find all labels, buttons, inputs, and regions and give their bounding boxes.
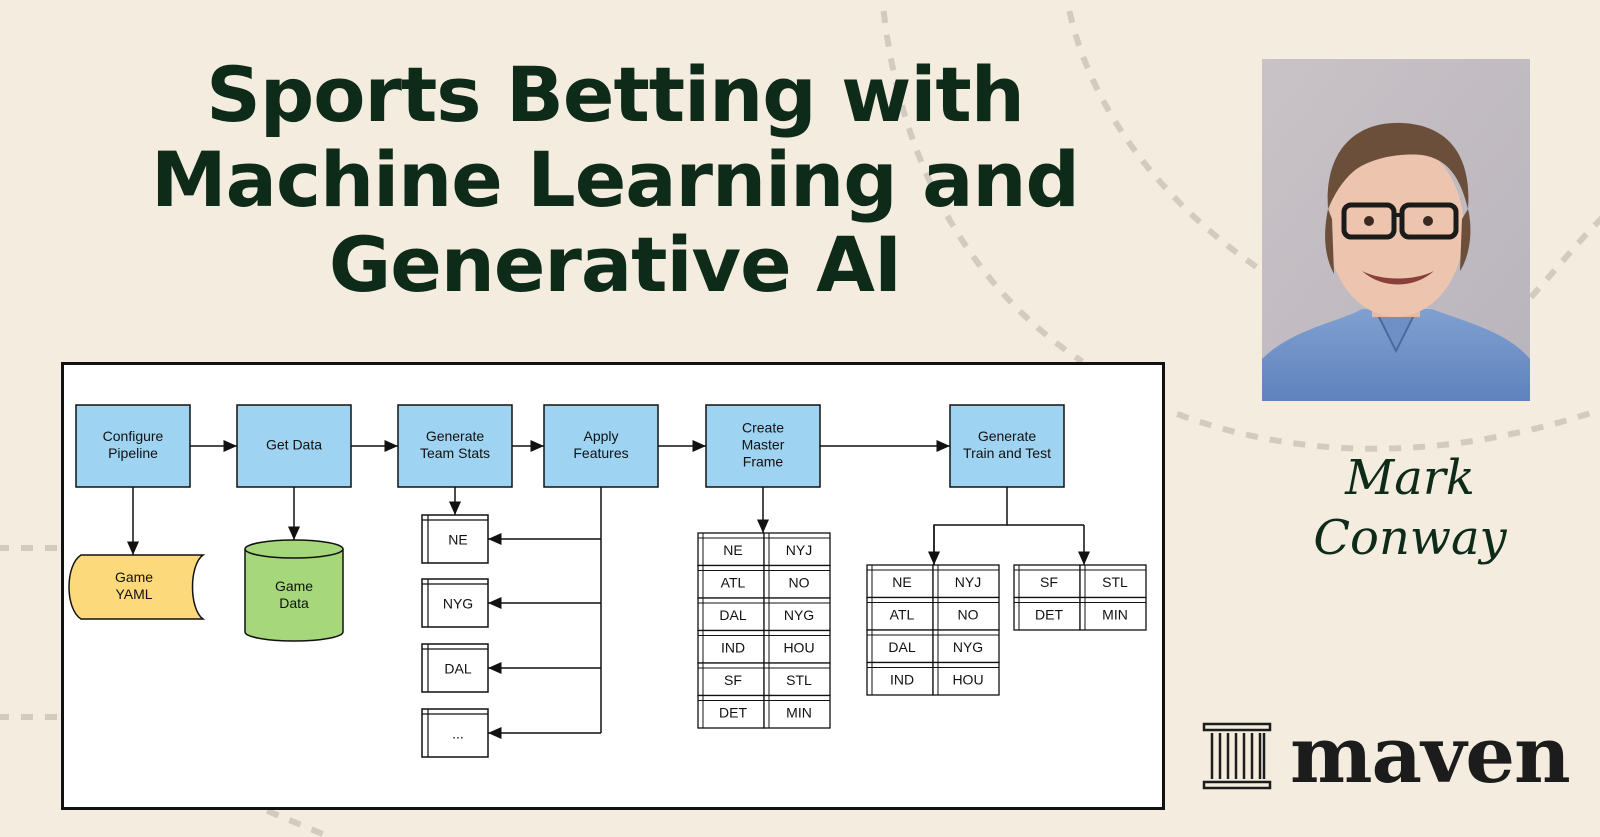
team-frame-4-label: ... [452, 726, 464, 742]
master-frame-cell-1-2-text: NYJ [786, 542, 812, 558]
process-box-5-label-line-2: Master [742, 437, 785, 453]
train-frame-cell-2-1-text: ATL [890, 606, 915, 622]
pillars-icon [1202, 722, 1272, 790]
title-line-1: Sports Betting with [206, 50, 1025, 139]
train-frame-cell-3-1-text: DAL [888, 639, 915, 655]
train-frame-cell-3-2-text: NYG [953, 639, 983, 655]
train-frame-cell-2-2-text: NO [958, 606, 979, 622]
train-frame-cell-1-2-text: NYJ [955, 574, 981, 590]
presenter-last-name: Conway [1313, 510, 1507, 566]
master-frame-cell-3-2-text: NYG [784, 607, 814, 623]
yaml-store-label-line-1: Game [115, 569, 153, 585]
title-line-2: Machine Learning and [151, 135, 1080, 224]
process-box-5-label-line-3: Frame [743, 454, 784, 470]
test-frame-cell-1-2-text: STL [1102, 574, 1128, 590]
presenter-name: Mark Conway [1270, 448, 1550, 568]
team-frame-1-label: NE [448, 532, 467, 548]
maven-logo: maven [1202, 710, 1571, 801]
process-box-3 [397, 404, 513, 488]
process-box-1 [75, 404, 191, 488]
process-box-1-label-line-2: Pipeline [108, 445, 158, 461]
master-frame-cell-5-1-text: SF [724, 672, 742, 688]
master-frame-cell-3-1-text: DAL [719, 607, 746, 623]
process-box-3-label-line-2: Team Stats [420, 445, 490, 461]
train-frame-cell-1-1-text: NE [892, 574, 911, 590]
process-box-6 [949, 404, 1065, 488]
team-frame-2 [421, 578, 489, 628]
presenter-photo [1262, 59, 1530, 401]
data-store-top [244, 539, 344, 559]
master-frame-cell-4-2-text: HOU [783, 639, 814, 655]
process-box-1-label-line-1: Configure [103, 428, 164, 444]
team-frame-3 [421, 643, 489, 693]
master-frame-cell-2-2-text: NO [789, 574, 810, 590]
master-frame-cell-5-2-text: STL [786, 672, 812, 688]
yaml-store-shape [68, 554, 206, 620]
team-frame-3-label: DAL [444, 661, 471, 677]
process-box-4-label-line-1: Apply [583, 428, 618, 444]
title-line-3: Generative AI [328, 220, 902, 309]
maven-wordmark: maven [1290, 710, 1571, 801]
yaml-store-label-line-2: YAML [115, 586, 152, 602]
test-frame-cell-2-1-text: DET [1035, 606, 1063, 622]
team-frame-4 [421, 708, 489, 758]
master-frame-cell-4-1-text: IND [721, 639, 745, 655]
split-line-train [933, 487, 1008, 565]
data-store-label-line-2: Data [279, 595, 309, 611]
process-box-6-label-line-2: Train and Test [963, 445, 1051, 461]
data-store-body [244, 549, 344, 642]
master-frame-cell-2-1-text: ATL [721, 574, 746, 590]
master-frame-cell-6-2-text: MIN [786, 704, 812, 720]
process-box-6-label-line-1: Generate [978, 428, 1037, 444]
process-box-5-label-line-1: Create [742, 420, 784, 436]
process-box-3-label-line-1: Generate [426, 428, 485, 444]
train-frame-cell-4-1-text: IND [890, 671, 914, 687]
test-frame-cell-2-2-text: MIN [1102, 606, 1128, 622]
master-frame-cell-6-1-text: DET [719, 704, 747, 720]
data-store-label-line-1: Game [275, 578, 313, 594]
team-frame-1 [421, 514, 489, 564]
process-box-4-label-line-2: Features [573, 445, 628, 461]
test-frame-cell-1-1-text: SF [1040, 574, 1058, 590]
team-frame-2-label: NYG [443, 596, 473, 612]
train-frame-cell-4-2-text: HOU [952, 671, 983, 687]
master-frame-cell-1-1-text: NE [723, 542, 742, 558]
process-box-2-label-line-1: Get Data [266, 437, 322, 453]
page-title: Sports Betting with Machine Learning and… [120, 52, 1110, 307]
presenter-first-name: Mark [1345, 450, 1475, 506]
